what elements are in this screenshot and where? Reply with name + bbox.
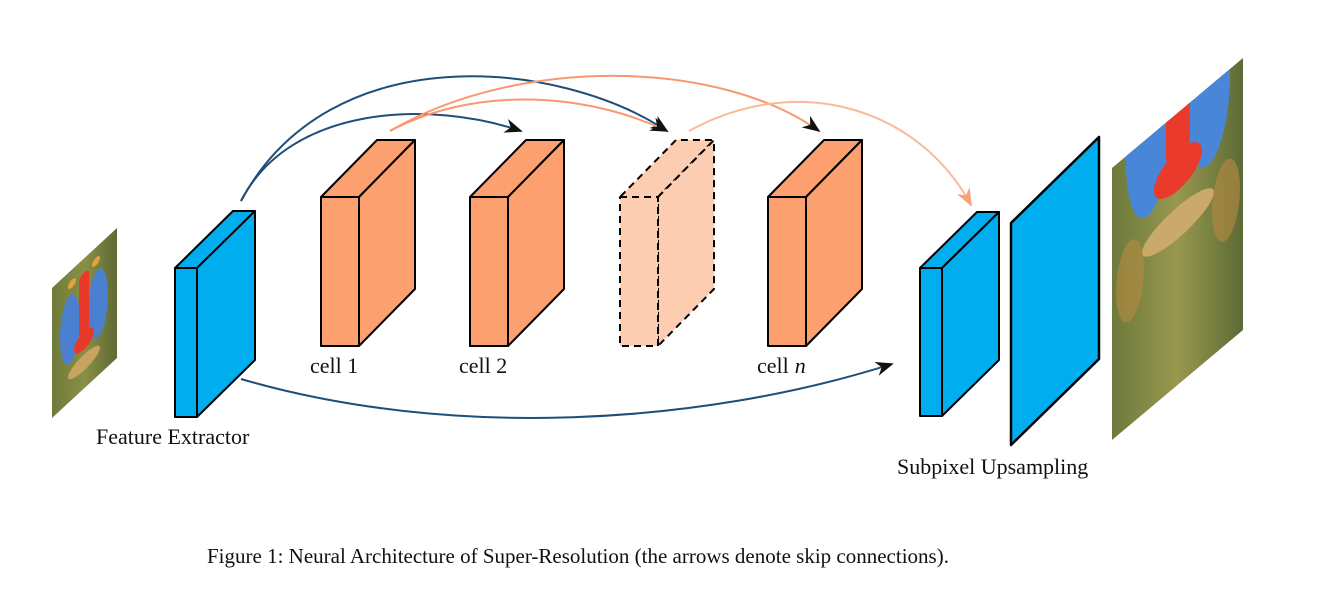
feature-extractor-front xyxy=(174,267,198,418)
feature-extractor-block xyxy=(174,210,256,418)
low-res-input-image xyxy=(52,228,117,418)
cell-1-label: cell 1 xyxy=(310,353,358,378)
skip-fe-to-subpixel xyxy=(240,362,894,419)
skip-fe-to-placeholder xyxy=(240,75,669,202)
cell-1-block xyxy=(320,139,416,347)
skip-cell1-to-placeholder xyxy=(389,98,669,132)
skip-placeholder-to-subpixel xyxy=(688,100,972,207)
skip-cell1-to-celln xyxy=(389,74,821,133)
upsampled-feature-plane xyxy=(1009,135,1101,447)
cell-n-variable: n xyxy=(795,353,806,378)
cell-2-block xyxy=(469,139,565,347)
intermediate-cells-placeholder xyxy=(619,139,715,347)
figure-caption: Figure 1: Neural Architecture of Super-R… xyxy=(207,544,949,568)
skip-connections xyxy=(240,74,972,419)
subpixel-upsampling-label: Subpixel Upsampling xyxy=(897,454,1088,479)
subpixel-block xyxy=(919,211,1000,417)
feature-extractor-label: Feature Extractor xyxy=(96,424,250,449)
cell-n-block xyxy=(767,139,863,347)
skip-fe-to-cell2 xyxy=(240,113,523,202)
high-res-output-image xyxy=(1112,58,1243,440)
cell-n-prefix: cell xyxy=(757,353,789,378)
cell-2-label: cell 2 xyxy=(459,353,507,378)
